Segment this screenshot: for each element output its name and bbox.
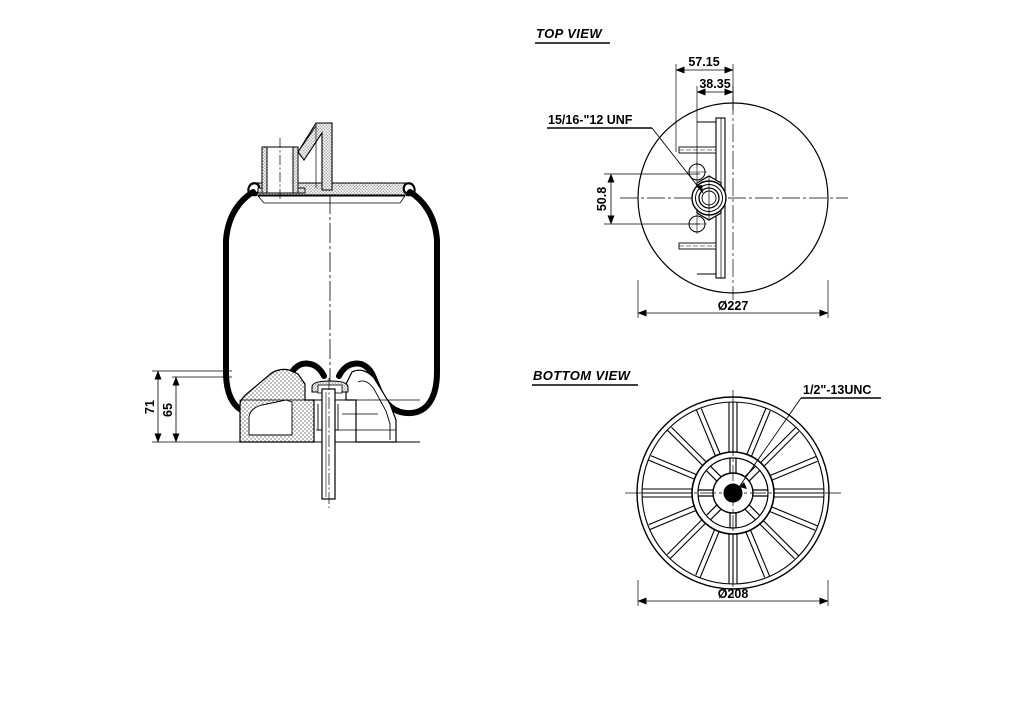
section-dimension-71: 71 bbox=[143, 370, 240, 443]
top-view: TOP VIEW bbox=[535, 26, 848, 318]
section-view: 71 65 bbox=[143, 122, 440, 508]
air-port-fitting bbox=[691, 175, 727, 221]
callout-unf-label: 15/16-"12 UNF bbox=[548, 113, 633, 127]
dim208-label: Ø208 bbox=[718, 587, 749, 601]
section-dimension-65: 65 bbox=[161, 376, 232, 443]
callout-unf: 15/16-"12 UNF bbox=[547, 113, 704, 194]
top-dimension-5715: 57.15 bbox=[675, 55, 734, 152]
dim65-label: 65 bbox=[161, 403, 175, 417]
callout-unf-leader bbox=[651, 127, 704, 194]
piston-right-skirt bbox=[345, 369, 397, 443]
dim5715-label: 57.15 bbox=[688, 55, 719, 69]
top-view-title: TOP VIEW bbox=[536, 26, 603, 41]
callout-unf-arrowhead bbox=[696, 185, 703, 193]
air-port-boss bbox=[257, 138, 306, 200]
mounting-bracket bbox=[297, 122, 333, 191]
stud-shaft bbox=[321, 388, 336, 500]
callout-unc-arrowhead bbox=[739, 482, 747, 489]
dim71-label: 71 bbox=[143, 400, 157, 414]
rubber-bellows bbox=[223, 189, 440, 417]
dim227-label: Ø227 bbox=[718, 299, 749, 313]
callout-unc-leader bbox=[738, 397, 802, 488]
bellows-right-wall bbox=[371, 189, 440, 417]
port-flange-left bbox=[257, 187, 263, 194]
top-slot-upper bbox=[678, 146, 717, 154]
piston-right-inner-wall bbox=[357, 380, 391, 440]
bottom-view: BOTTOM VIEW bbox=[532, 368, 881, 606]
top-dimension-508: 50.8 bbox=[595, 173, 700, 225]
hub-webs bbox=[698, 458, 768, 528]
center-mounting-stud bbox=[311, 378, 349, 508]
piston-deck-line bbox=[239, 399, 420, 405]
dim3835-label: 38.35 bbox=[699, 77, 730, 91]
bottom-dimension-dia208: Ø208 bbox=[637, 580, 829, 606]
callout-unc-label: 1/2"-13UNC bbox=[803, 383, 871, 397]
callout-unc: 1/2"-13UNC bbox=[738, 383, 881, 489]
bellows-right-fold bbox=[336, 360, 377, 381]
port-flange-right bbox=[297, 187, 306, 194]
piston-spokes bbox=[642, 402, 824, 584]
bellows-left-fold bbox=[286, 360, 327, 381]
bracket-blade bbox=[297, 122, 333, 191]
top-slot-lower bbox=[678, 242, 717, 250]
top-dimension-dia227: Ø227 bbox=[637, 280, 829, 318]
piston-left-cavity bbox=[248, 399, 293, 436]
bottom-view-title: BOTTOM VIEW bbox=[533, 368, 632, 383]
dim508-label: 50.8 bbox=[595, 187, 609, 211]
top-plate-edge-fillets bbox=[257, 195, 406, 204]
top-dimension-3835: 38.35 bbox=[696, 77, 734, 166]
bracket-taper-line bbox=[297, 125, 317, 153]
